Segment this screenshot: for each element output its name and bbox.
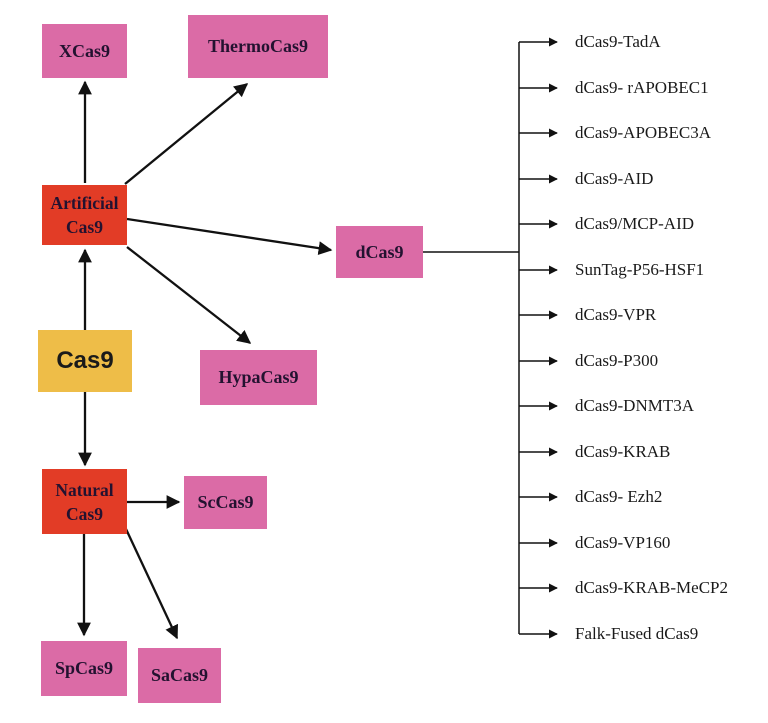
dcas9-fusion-item: Falk-Fused dCas9 xyxy=(575,624,699,643)
dcas9-fusion-item: dCas9-AID xyxy=(575,169,654,188)
node-thermocas9: ThermoCas9 xyxy=(188,15,328,78)
node-cas9-root: Cas9 xyxy=(38,330,132,392)
dcas9-fusion-item: dCas9-DNMT3A xyxy=(575,396,694,415)
arrow-artificial-to-thermocas9 xyxy=(124,83,249,185)
arrow-artificial-to-dcas9 xyxy=(126,217,333,255)
dcas9-fusion-item: dCas9-VPR xyxy=(575,305,657,324)
node-sacas9: SaCas9 xyxy=(138,648,221,703)
node-spcas9: SpCas9 xyxy=(41,641,127,696)
dcas9-fusion-item: dCas9-KRAB-MeCP2 xyxy=(575,578,729,597)
node-natural-cas9: Natural Cas9 xyxy=(42,469,127,534)
dcas9-fusion-item: SunTag-P56-HSF1 xyxy=(575,260,705,279)
dcas9-fusion-item: dCas9/MCP-AID xyxy=(575,214,695,233)
arrow-artificial-to-hypacas9 xyxy=(126,246,252,344)
dcas9-fusion-item: dCas9-VP160 xyxy=(575,533,671,552)
dcas9-fusion-item: dCas9-KRAB xyxy=(575,442,671,461)
dcas9-fusion-item: dCas9- Ezh2 xyxy=(575,487,663,506)
node-artificial-cas9: Artificial Cas9 xyxy=(42,185,127,245)
arrow-natural-to-sacas9 xyxy=(124,528,179,640)
dcas9-fusion-item: dCas9- rAPOBEC1 xyxy=(575,78,709,97)
node-hypacas9: HypaCas9 xyxy=(200,350,317,405)
node-sccas9: ScCas9 xyxy=(184,476,267,529)
dcas9-fusion-item: dCas9-P300 xyxy=(575,351,659,370)
node-xcas9: XCas9 xyxy=(42,24,127,78)
dcas9-fusion-item: dCas9-APOBEC3A xyxy=(575,123,712,142)
dcas9-fusion-item: dCas9-TadA xyxy=(575,32,661,51)
node-dcas9: dCas9 xyxy=(336,226,423,278)
